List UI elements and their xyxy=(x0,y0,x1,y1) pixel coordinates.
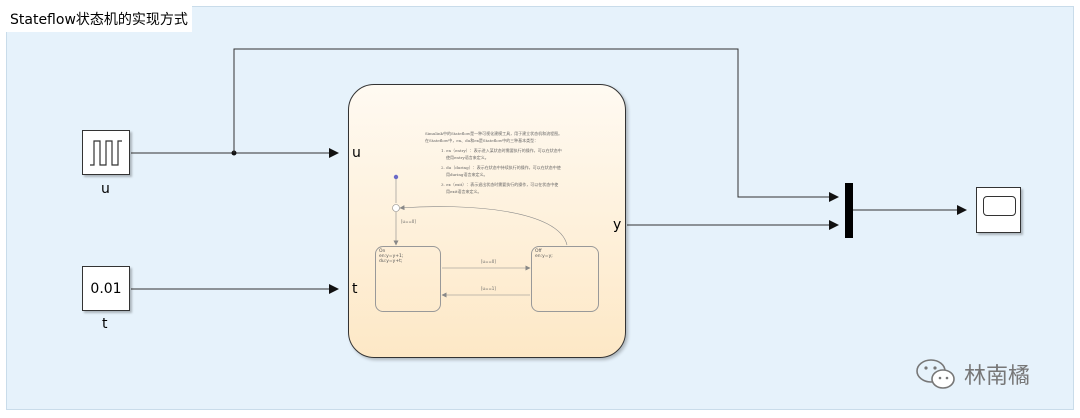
state-off[interactable]: Off en:y=y; xyxy=(531,246,599,312)
state-on-action: en:y=y+1; xyxy=(379,254,404,259)
scope-screen-icon xyxy=(983,196,1016,216)
off-to-on-condition: [u==1] xyxy=(481,286,496,291)
on-to-off-condition: [u==0] xyxy=(481,259,496,264)
note-line: 1. en（entry）：表示进入某状态时需要执行的操作，可以在状态中 xyxy=(441,148,562,153)
off-to-junction xyxy=(399,205,568,246)
chart-port-u: u xyxy=(352,145,361,161)
default-condition: [u==0] xyxy=(401,219,416,224)
note-line: 用exit语言来定义。 xyxy=(446,189,482,194)
pulse-block-name: u xyxy=(101,181,110,197)
note-line: 使用entry语言来定义。 xyxy=(446,155,489,160)
chart-port-t: t xyxy=(352,281,358,297)
junction xyxy=(392,204,400,212)
note-line: 3. ex（exit）：表示退出状态时需要执行的操作，可以在状态中使 xyxy=(441,182,559,187)
state-on-name: On xyxy=(379,249,386,254)
pulse-wave-icon xyxy=(90,140,122,166)
state-off-action: en:y=y; xyxy=(535,254,553,259)
note-line: 在Stateflow中，en、du和ex是Stateflow中的三种基本类型： xyxy=(425,138,539,143)
scope-block[interactable] xyxy=(976,187,1021,233)
state-on[interactable]: On en:y=y+1; du:y=y+t; xyxy=(375,246,441,312)
watermark: 林南橘 xyxy=(912,354,1052,394)
note-line: 用during语言来定义。 xyxy=(446,172,488,177)
state-off-name: Off xyxy=(535,249,542,254)
watermark-text: 林南橘 xyxy=(964,364,1031,389)
note-line: Simulink中的Stateflow是一种可视化建模工具，用于建立状态机和流程… xyxy=(425,131,563,136)
constant-value: 0.01 xyxy=(90,280,122,297)
model-title: Stateflow状态机的实现方式 xyxy=(6,6,192,32)
note-line: 2. du（during）：表示在状态中持续执行的操作，可以在状态中使 xyxy=(441,165,561,170)
wechat-icon xyxy=(916,359,955,389)
constant-block-name: t xyxy=(102,316,108,332)
chart-port-y: y xyxy=(613,217,622,233)
stateflow-chart-block[interactable]: u t y Simulink中的Stateflow是一种可视化建模工具，用于建立… xyxy=(348,84,626,358)
signal-line-u-branch[interactable] xyxy=(233,48,839,202)
constant-block[interactable]: 0.01 xyxy=(82,266,130,311)
chart-transitions xyxy=(392,174,568,298)
mux-block[interactable] xyxy=(845,183,853,238)
state-on-action: du:y=y+t; xyxy=(379,259,403,264)
default-transition-dot xyxy=(393,174,399,180)
pulse-generator-block[interactable] xyxy=(82,130,130,175)
